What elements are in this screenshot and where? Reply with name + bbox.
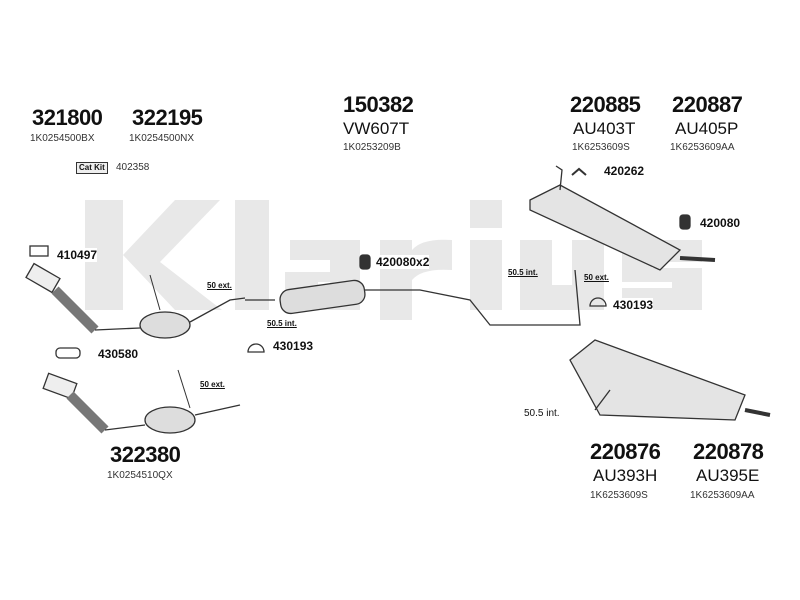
ref-number: AU403T bbox=[573, 119, 636, 138]
ref-number: AU395E bbox=[696, 466, 760, 485]
front-pipe-lower bbox=[42, 369, 241, 434]
oem-number: 1K0254500NX bbox=[129, 133, 195, 144]
ref-number: AU393H bbox=[593, 466, 658, 485]
accessory-number: 430580 bbox=[98, 347, 139, 361]
front-pipe-upper bbox=[25, 262, 246, 339]
rubber-mount-icon bbox=[679, 214, 691, 230]
part-number: 322380 bbox=[110, 442, 181, 467]
accessory-number: 420080 bbox=[700, 216, 741, 230]
oem-number: 1K6253609S bbox=[572, 142, 630, 153]
accessory-number: 430193 bbox=[273, 339, 314, 353]
clamp-icon bbox=[247, 343, 265, 353]
oem-number: 1K6253609AA bbox=[690, 490, 755, 501]
part-number: 322195 bbox=[132, 105, 203, 130]
ref-number: AU405P bbox=[675, 119, 739, 138]
ref-number: VW607T bbox=[343, 119, 410, 138]
watermark-letter-l bbox=[235, 200, 269, 310]
gasket-icon bbox=[29, 245, 49, 257]
watermark-letter-u bbox=[520, 240, 604, 310]
oem-number: 1K0254510QX bbox=[107, 470, 173, 481]
gasket-icon bbox=[55, 347, 81, 359]
oem-number: 1K0253209B bbox=[343, 142, 401, 153]
part-number: 220887 bbox=[672, 92, 743, 117]
accessory-number: 430193 bbox=[613, 298, 654, 312]
dimension-label: 50 ext. bbox=[207, 281, 232, 290]
clamp-icon bbox=[589, 297, 607, 307]
cat-kit-number: 402358 bbox=[116, 162, 150, 173]
dimension-label: 50.5 int. bbox=[524, 408, 560, 419]
part-number: 321800 bbox=[32, 105, 103, 130]
rear-silencer-lower bbox=[569, 339, 771, 421]
middle-silencer bbox=[245, 269, 581, 326]
oem-number: 1K0254500BX bbox=[30, 133, 95, 144]
rear-silencer-upper bbox=[529, 165, 716, 271]
accessory-number: 420262 bbox=[604, 164, 645, 178]
dimension-label: 50.5 int. bbox=[508, 268, 538, 277]
dimension-label: 50.5 int. bbox=[267, 319, 297, 328]
dimension-label: 50 ext. bbox=[200, 380, 225, 389]
part-number: 220876 bbox=[590, 439, 661, 464]
watermark-letter-i bbox=[470, 200, 502, 310]
oem-number: 1K6253609AA bbox=[670, 142, 735, 153]
oem-number: 1K6253609S bbox=[590, 490, 648, 501]
rubber-mount-icon bbox=[359, 254, 371, 270]
hanger-icon bbox=[571, 167, 587, 176]
part-number: 220885 bbox=[570, 92, 641, 117]
part-number: 220878 bbox=[693, 439, 764, 464]
accessory-number: 410497 bbox=[57, 248, 98, 262]
cat-kit-badge: Cat Kit bbox=[76, 162, 108, 174]
dimension-label: 50 ext. bbox=[584, 273, 609, 282]
part-number: 150382 bbox=[343, 92, 414, 117]
accessory-number: 420080x2 bbox=[376, 255, 430, 269]
